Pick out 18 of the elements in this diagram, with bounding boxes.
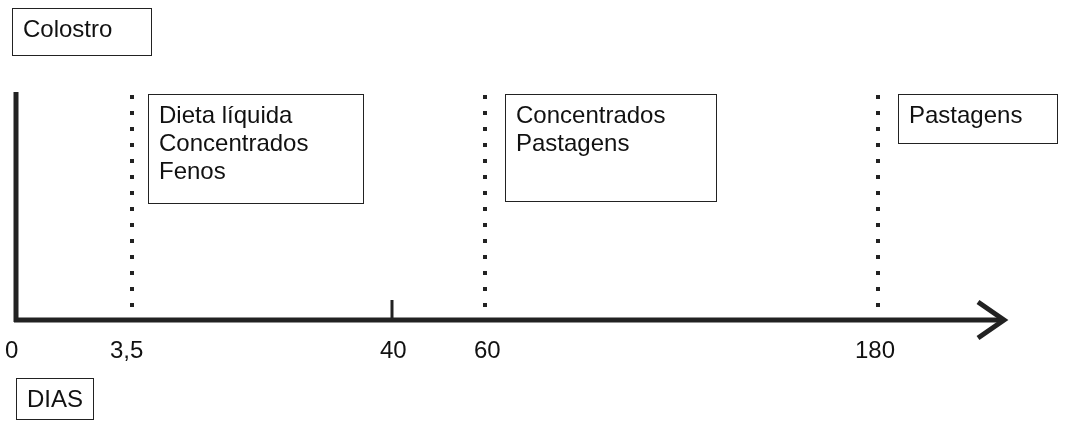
tick-label: 3,5	[110, 336, 144, 364]
box-text: Colostro	[23, 15, 114, 43]
tick-label: 40	[380, 336, 407, 364]
text-box	[505, 94, 717, 202]
tick-label: 60	[474, 336, 501, 364]
box-text: DIAS	[27, 385, 83, 413]
box-text: Dieta líquida	[159, 101, 294, 129]
text-box	[898, 94, 1058, 144]
text-box	[148, 94, 364, 204]
box-text: Pastagens	[516, 129, 631, 157]
box-text: Fenos	[159, 157, 227, 185]
box-text: Concentrados	[516, 101, 667, 129]
text-box	[12, 8, 152, 56]
tick-label: 0	[5, 336, 19, 364]
tick-label: 180	[855, 336, 896, 364]
box-text: Pastagens	[909, 101, 1024, 129]
text-box	[16, 378, 94, 420]
box-text: Concentrados	[159, 129, 310, 157]
